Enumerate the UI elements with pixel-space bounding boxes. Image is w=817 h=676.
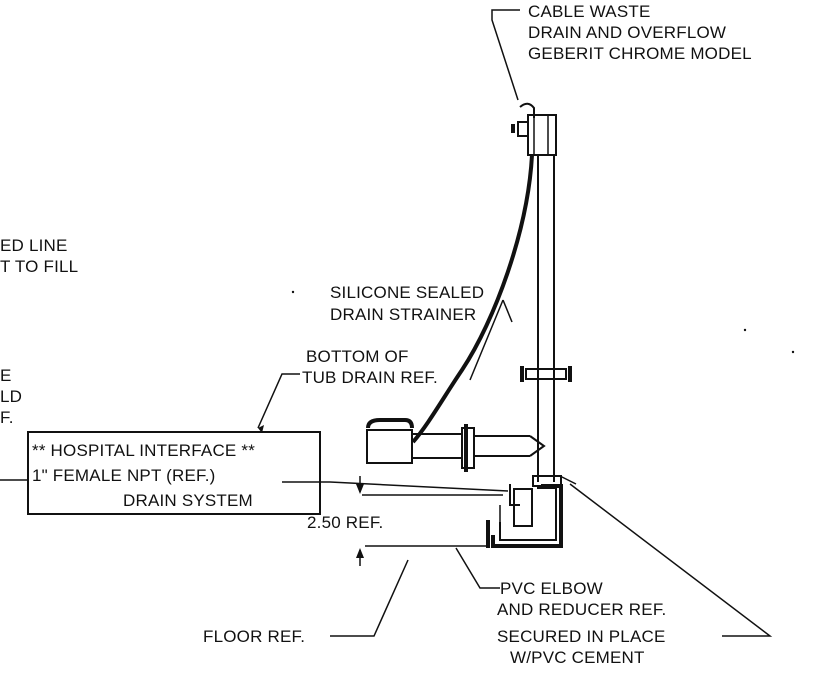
hospital-interface-box (27, 431, 321, 515)
dimension-label: 2.50 REF. (307, 513, 383, 532)
secured-label-1: SECURED IN PLACE (497, 627, 666, 646)
bottom-label-2: TUB DRAIN REF. (302, 368, 438, 387)
pvc-elbow (486, 445, 563, 548)
partial-label-5: F. (0, 408, 14, 427)
floor-label: FLOOR REF. (203, 627, 305, 646)
pvc-label-2: AND REDUCER REF. (497, 600, 666, 619)
leader-lines (257, 9, 773, 637)
partial-label-2: T TO FILL (0, 257, 78, 276)
cable-waste-label-1: CABLE WASTE (528, 2, 651, 21)
cable-line (411, 154, 534, 444)
dimension-marker (356, 476, 503, 566)
hospital-label-1: ** HOSPITAL INTERFACE ** (32, 441, 255, 460)
pvc-label-1: PVC ELBOW (500, 579, 603, 598)
silicone-label-2: DRAIN STRAINER (330, 305, 476, 324)
partial-label-1: ED LINE (0, 236, 68, 255)
partial-label-4: LD (0, 387, 22, 406)
secured-label-2: W/PVC CEMENT (510, 648, 645, 667)
bottom-label-1: BOTTOM OF (306, 347, 409, 366)
hospital-label-3: DRAIN SYSTEM (123, 491, 253, 510)
partial-label-3: E (0, 366, 12, 385)
tub-drain (366, 418, 546, 472)
silicone-label-1: SILICONE SEALED (330, 283, 484, 302)
overflow-pipe (520, 155, 572, 445)
hospital-label-2: 1" FEMALE NPT (REF.) (32, 466, 216, 485)
cable-waste-label-2: DRAIN AND OVERFLOW (528, 23, 726, 42)
overflow-fitting (511, 102, 557, 156)
cable-waste-label-3: GEBERIT CHROME MODEL (528, 44, 752, 63)
